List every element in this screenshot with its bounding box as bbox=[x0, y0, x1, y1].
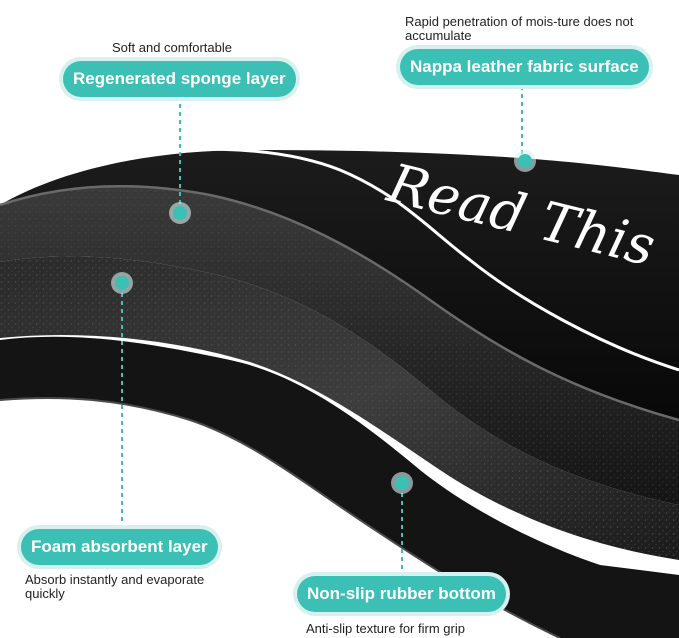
leather-top-layer bbox=[0, 150, 679, 420]
rubber-bottom-layer bbox=[0, 336, 679, 638]
marker-dots bbox=[111, 150, 536, 494]
nappa-caption: Rapid penetration of mois-ture does not … bbox=[405, 14, 634, 43]
sponge-caption: Soft and comfortable bbox=[112, 40, 232, 55]
foam-caption: Absorb instantly and evaporate quickly bbox=[25, 572, 205, 601]
leather-edge-highlight bbox=[0, 185, 679, 422]
foam-texture bbox=[0, 256, 679, 560]
connector-lines bbox=[121, 86, 523, 575]
nappa-callout-label: Nappa leather fabric surface bbox=[400, 49, 649, 85]
foam-callout-label: Foam absorbent layer bbox=[21, 529, 218, 565]
swirl-line bbox=[99, 147, 679, 372]
rubber-caption: Anti-slip texture for firm grip bbox=[306, 621, 465, 636]
sponge-texture bbox=[0, 186, 679, 506]
rubber-callout-label: Non-slip rubber bottom bbox=[297, 576, 506, 612]
sponge-callout-label: Regenerated sponge layer bbox=[63, 61, 296, 97]
